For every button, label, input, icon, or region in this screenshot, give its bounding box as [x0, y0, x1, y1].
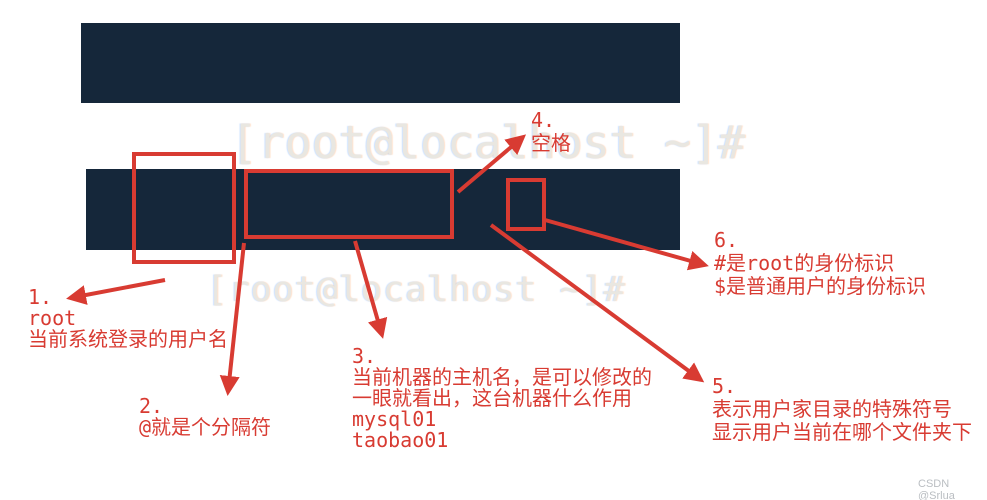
annotation-line: 当前机器的主机名，是可以修改的	[352, 365, 652, 389]
annotation-line: $是普通用户的身份标识	[714, 274, 927, 298]
terminal-screenshot-top: [root@localhost ~]#	[81, 23, 745, 169]
annotation-line: 空格	[531, 131, 571, 155]
watermark: CSDN @Srlua	[918, 478, 955, 500]
annotation-4-space: 4. 空格	[531, 109, 571, 155]
terminal-screenshot-bottom: [root@localhost ~]#	[86, 169, 680, 310]
annotation-6-identity-symbol: 6. #是root的身份标识 $是普通用户的身份标识	[714, 229, 926, 298]
annotation-number: 1.	[28, 285, 53, 309]
annotation-line: mysql01	[352, 407, 437, 431]
annotation-1-username: 1. root 当前系统登录的用户名	[28, 287, 228, 350]
annotation-number: 3.	[352, 344, 377, 368]
annotation-number: 6.	[714, 228, 739, 252]
annotation-number: 5.	[712, 374, 737, 398]
annotation-2-separator: 2. @就是个分隔符	[139, 396, 271, 438]
annotation-3-hostname: 3. 当前机器的主机名，是可以修改的 一眼就看出，这台机器什么作用 mysql0…	[352, 346, 652, 451]
annotation-number: 4.	[531, 108, 556, 132]
annotation-line: taobao01	[352, 428, 449, 452]
annotation-5-home-tilde: 5. 表示用户家目录的特殊符号 显示用户当前在哪个文件夹下	[712, 375, 972, 444]
annotation-line: 当前系统登录的用户名	[28, 327, 228, 351]
annotation-line: 一眼就看出，这台机器什么作用	[352, 386, 632, 410]
annotation-line: #是root的身份标识	[714, 251, 895, 275]
terminal-prompt-bottom: [root@localhost ~]#	[206, 270, 626, 310]
terminal-prompt-top: [root@localhost ~]#	[230, 116, 746, 169]
annotation-line: root	[28, 306, 77, 330]
annotation-line: 表示用户家目录的特殊符号	[712, 397, 952, 421]
annotation-line: 显示用户当前在哪个文件夹下	[712, 420, 972, 444]
annotation-number: 2.	[139, 394, 164, 418]
annotation-line: @就是个分隔符	[139, 415, 272, 439]
